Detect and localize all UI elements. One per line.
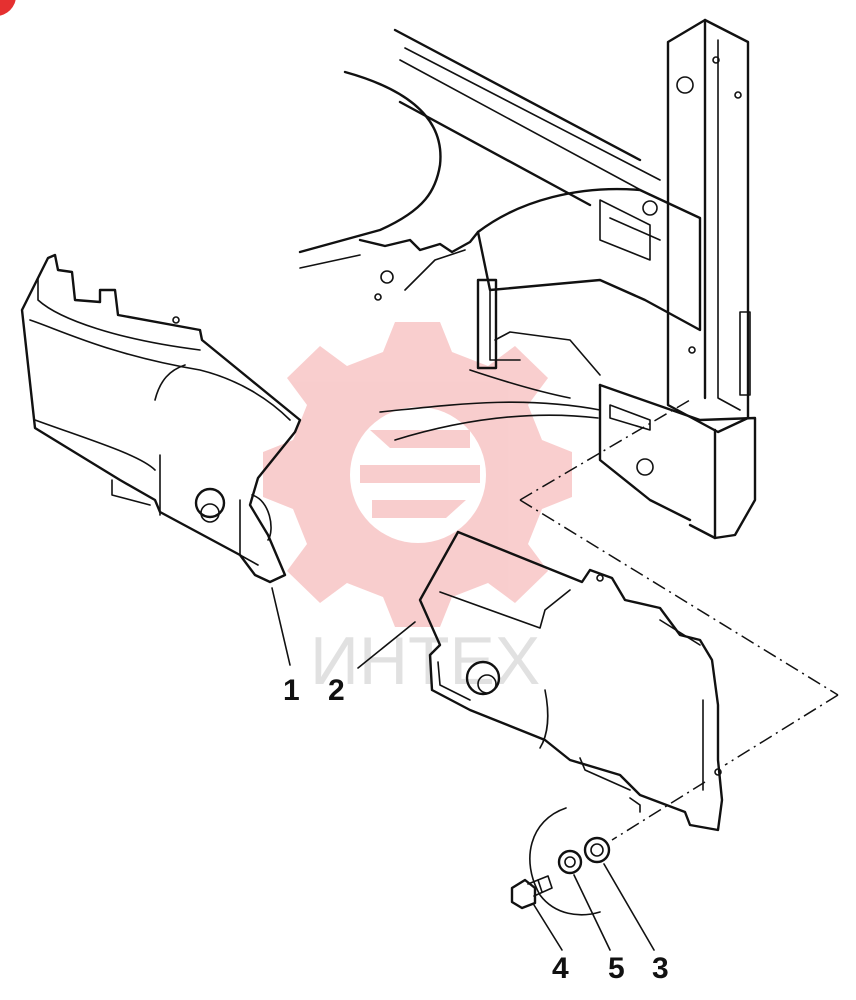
leader-3 [603,863,655,951]
cover-part-1 [20,253,302,584]
leader-4 [533,904,563,951]
callout-3: 3 [652,952,669,985]
guide-line-middle [519,499,839,696]
leader-1 [271,587,291,666]
guide-line-upper [519,399,691,501]
watermark-logo [263,322,572,627]
detail-circle [529,807,601,916]
cover-part-2 [418,530,724,832]
hardware-detail [510,807,611,916]
bolt-icon [510,878,537,910]
corner-badge [0,0,16,16]
machine-frame [298,18,757,540]
guide-line-lower [611,781,706,841]
callout-1: 1 [283,674,300,707]
flat-washer-icon [583,836,611,864]
callout-2: 2 [328,674,345,707]
guide-line-right [724,694,839,766]
leader-5 [573,874,611,951]
lock-washer-icon [557,849,583,875]
callout-4: 4 [552,952,569,985]
callout-5: 5 [608,952,625,985]
watermark-text: ИНТЕХ [310,623,540,699]
leader-2 [357,621,416,669]
